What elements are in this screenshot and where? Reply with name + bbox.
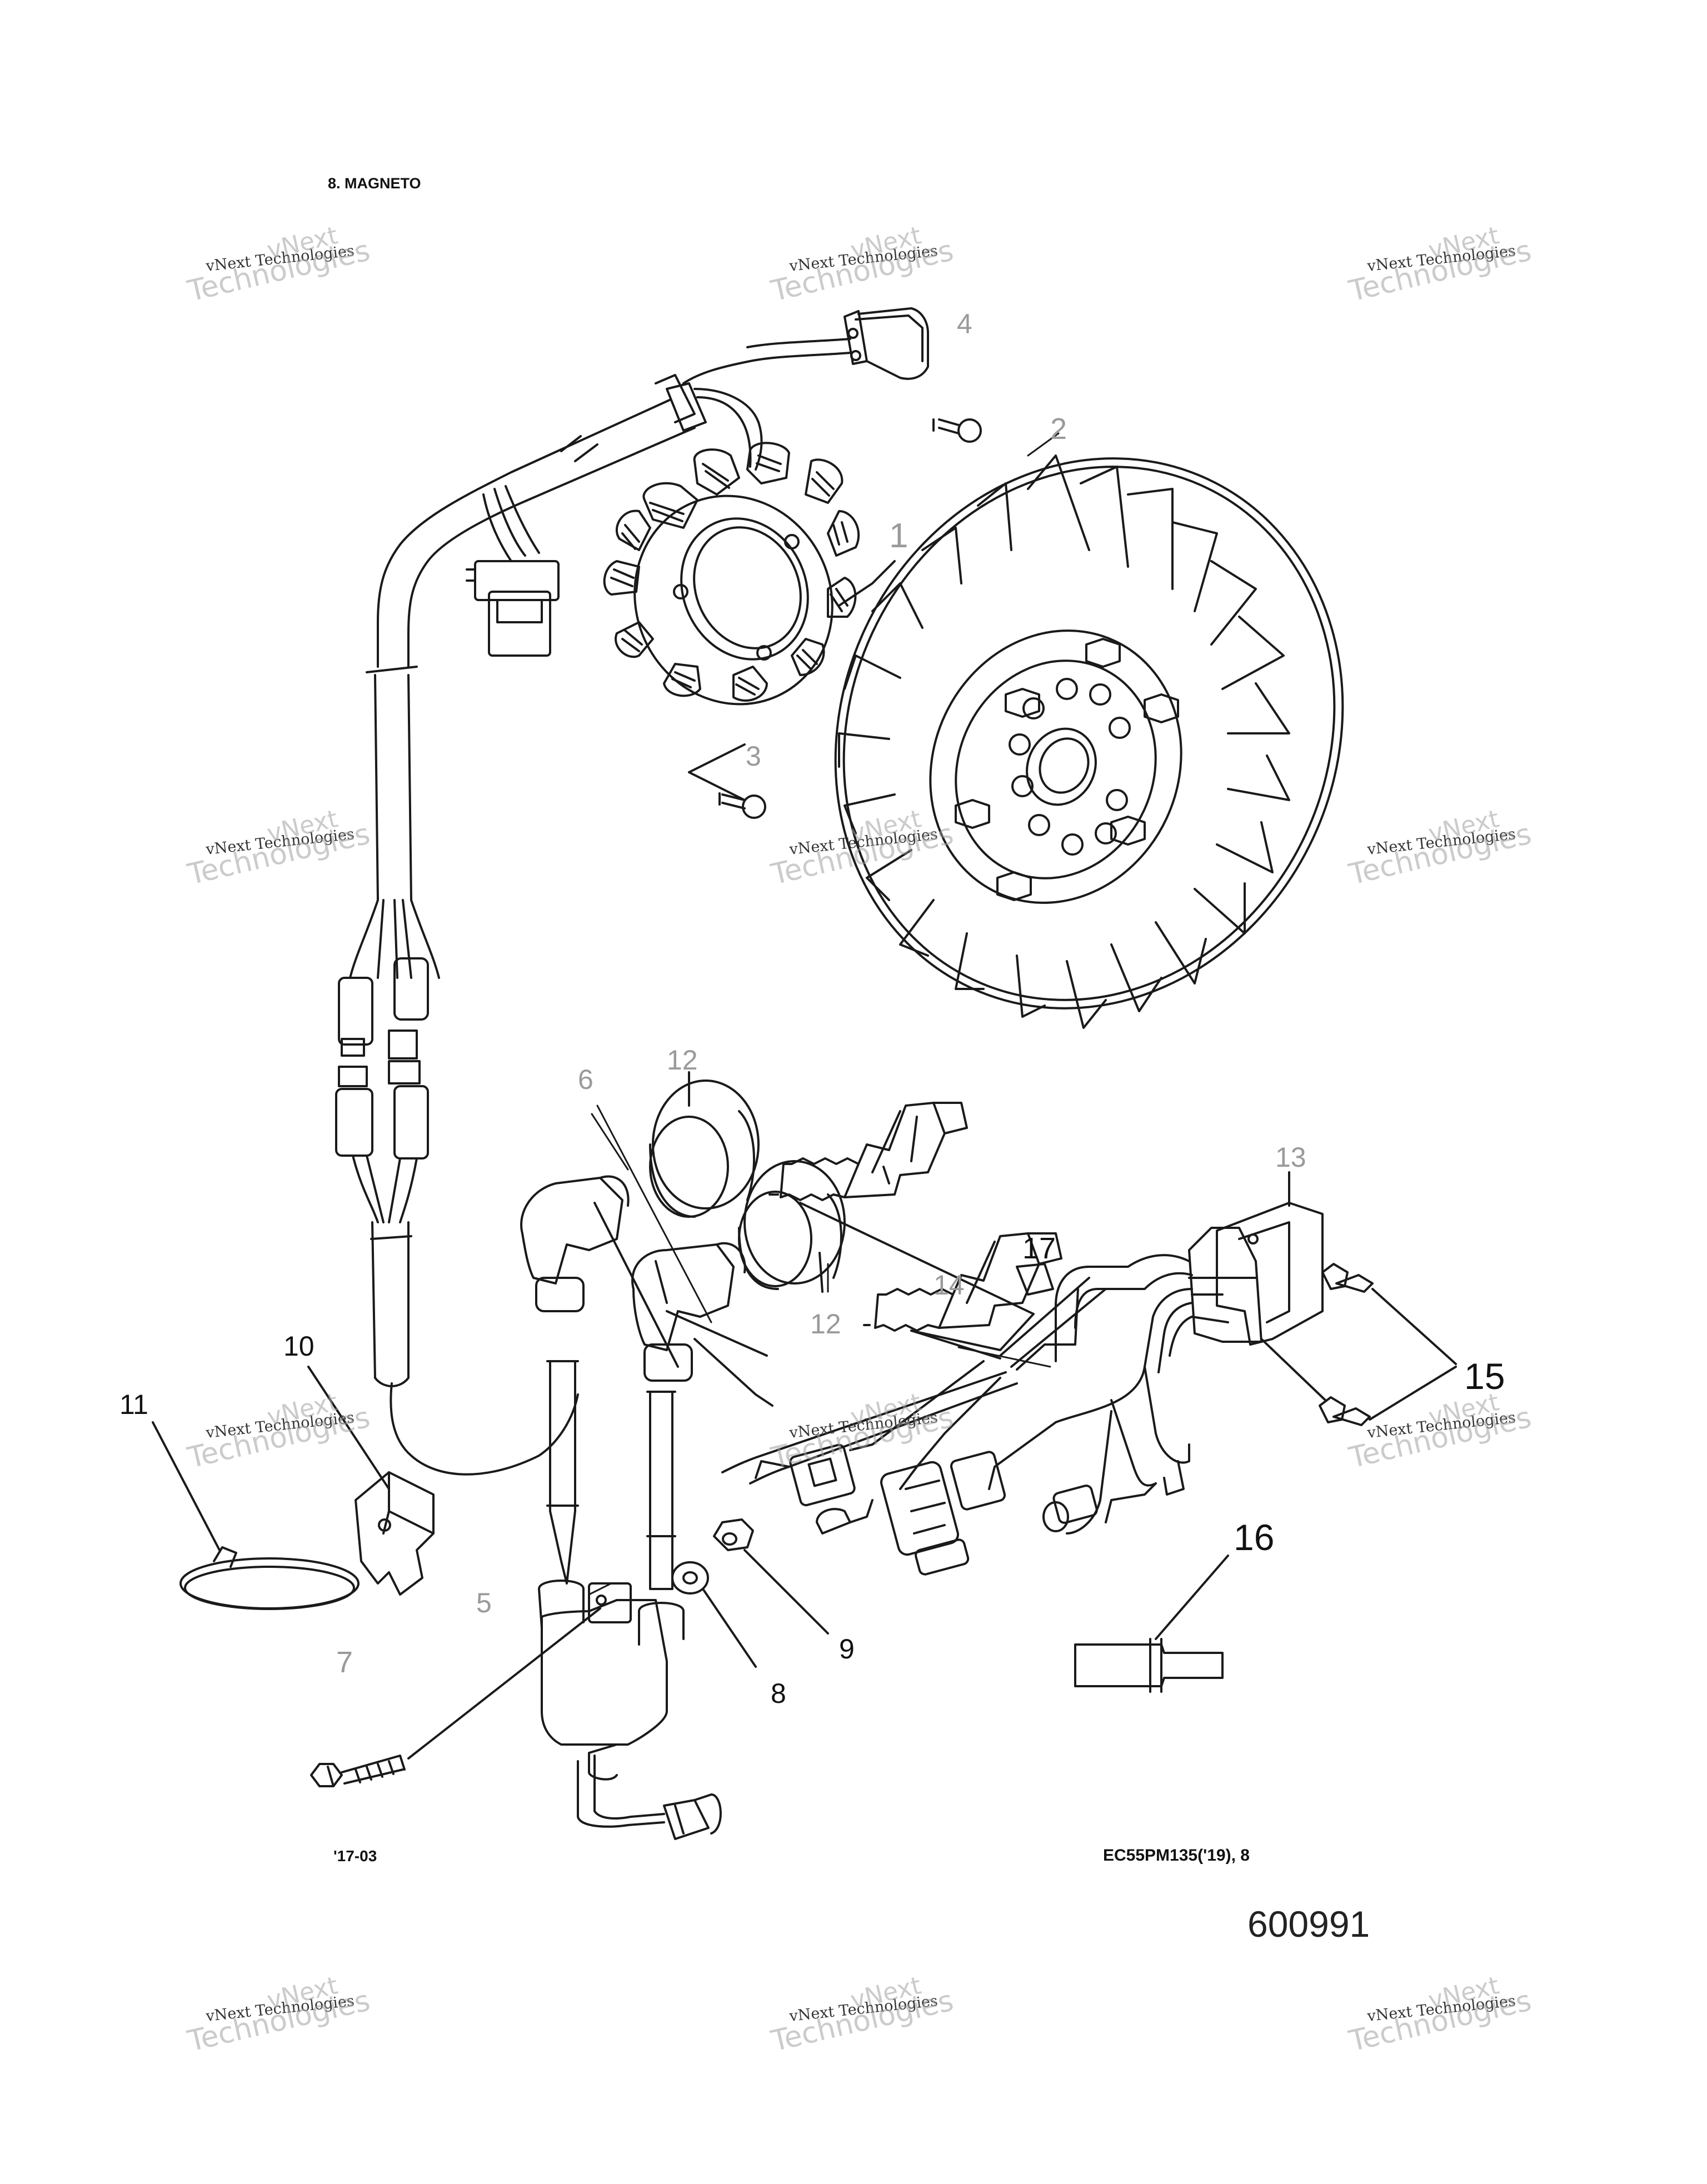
flywheel <box>834 454 1344 1029</box>
clamp <box>307 1366 435 1596</box>
plug-caps <box>649 1071 846 1293</box>
stator <box>603 442 896 706</box>
callout-6: 6 <box>578 1064 593 1095</box>
callout-4: 4 <box>957 308 972 339</box>
cdi-screws <box>1260 1263 1457 1426</box>
callout-10: 10 <box>283 1331 315 1362</box>
revision-date: '17-03 <box>333 1847 377 1865</box>
cdi-unit <box>1188 1171 1324 1346</box>
leader-lines <box>588 432 1060 1596</box>
callout-5: 5 <box>476 1587 492 1618</box>
stator-screw <box>688 743 766 819</box>
callout-16: 16 <box>1234 1517 1274 1558</box>
cdi-harness <box>666 1254 1193 1576</box>
callout-14: 14 <box>934 1270 965 1301</box>
callout-15: 15 <box>1464 1356 1505 1397</box>
ignition-coil-assembly <box>520 1175 746 1840</box>
callout-9: 9 <box>839 1633 855 1665</box>
callout-1: 1 <box>889 517 908 555</box>
harness-connector-bundle <box>335 899 579 1476</box>
coil-bolt <box>310 1607 601 1787</box>
callout-8: 8 <box>771 1678 786 1709</box>
cable-tie <box>152 1421 360 1610</box>
figure-number: 600991 <box>1247 1903 1370 1945</box>
callout-12-bottom: 12 <box>810 1308 841 1340</box>
page-title: 8. MAGNETO <box>328 175 421 192</box>
callout-2: 2 <box>1050 412 1067 446</box>
callout-3: 3 <box>746 741 761 772</box>
catalog-code: EC55PM135('19), 8 <box>1103 1846 1250 1865</box>
callout-17: 17 <box>1022 1232 1056 1265</box>
washer-and-nut <box>671 1518 829 1668</box>
callout-13: 13 <box>1275 1142 1306 1173</box>
callout-7: 7 <box>336 1646 353 1679</box>
callout-12-top: 12 <box>667 1044 698 1076</box>
protective-tube <box>1074 1555 1229 1693</box>
callout-11: 11 <box>119 1389 148 1420</box>
stator-harness-cable <box>366 338 851 901</box>
top-regulator <box>843 307 982 443</box>
